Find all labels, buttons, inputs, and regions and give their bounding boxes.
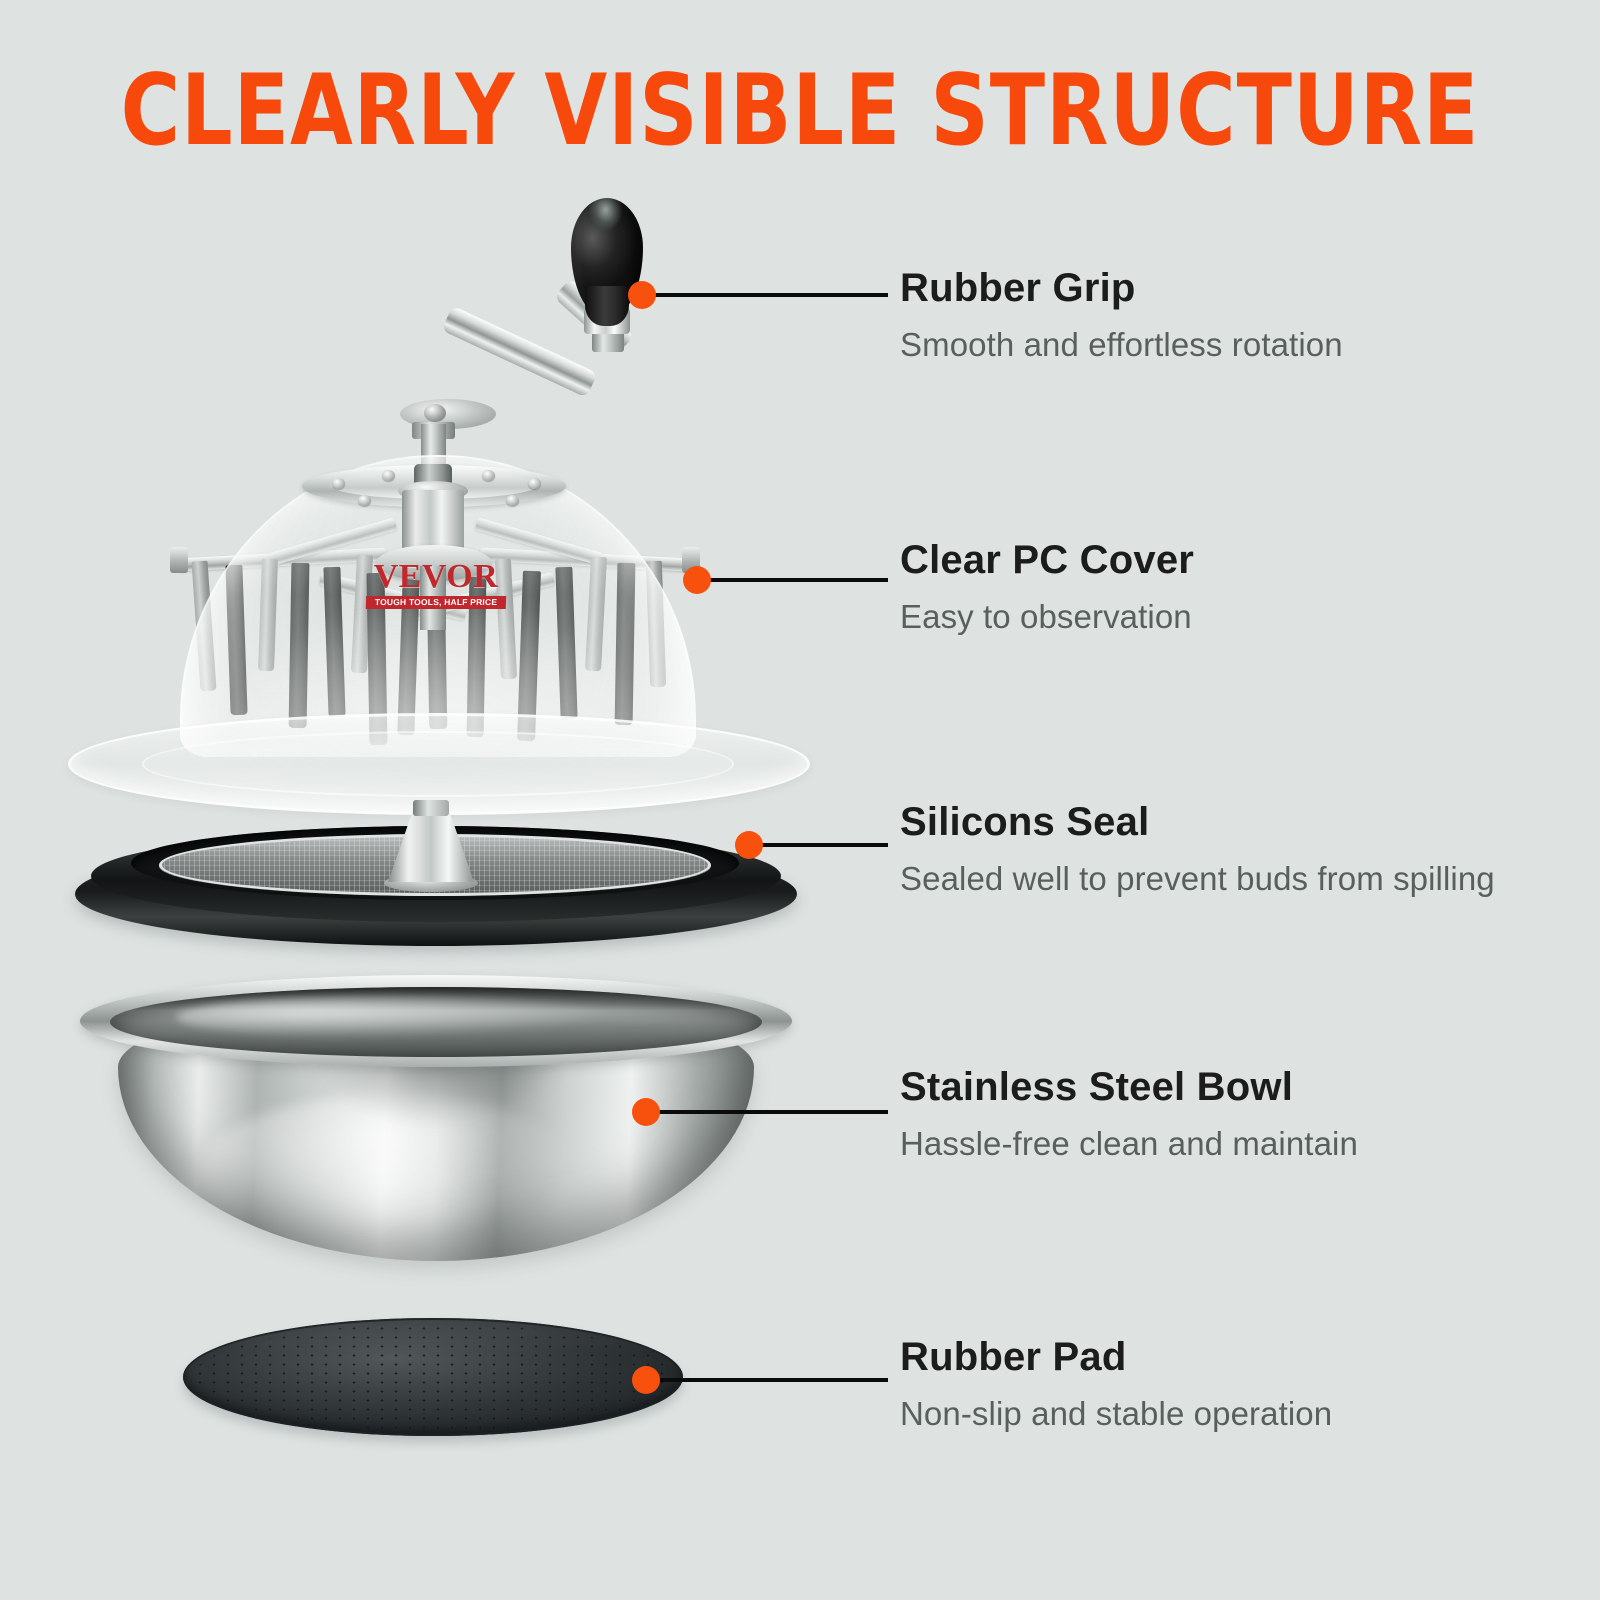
callout-title: Rubber Pad: [900, 1335, 1127, 1379]
callout-subtitle: Easy to observation: [900, 598, 1192, 635]
screw: [358, 495, 371, 506]
dome-flange-inner: [142, 731, 734, 797]
marker-dot-rubber-grip[interactable]: [628, 281, 656, 309]
leader-line-stainless-steel-bowl: [650, 1110, 888, 1114]
screw: [482, 470, 495, 481]
callout-title: Silicons Seal: [900, 800, 1150, 844]
callout-title: Rubber Grip: [900, 266, 1136, 310]
page-title: CLEARLY VISIBLE STRUCTURE: [120, 54, 1480, 168]
vevor-tagline: TOUGH TOOLS, HALF PRICE: [365, 596, 507, 609]
leader-line-rubber-pad: [650, 1378, 888, 1382]
screw: [332, 478, 345, 489]
callout-clear-pc-cover: Clear PC Cover Easy to observation: [900, 538, 1194, 636]
stainless-steel-bowl: [80, 975, 792, 1265]
callout-subtitle: Smooth and effortless rotation: [900, 326, 1343, 363]
callout-rubber-grip: Rubber Grip Smooth and effortless rotati…: [900, 266, 1343, 364]
crank-rivet: [424, 404, 446, 422]
marker-dot-rubber-pad[interactable]: [632, 1366, 660, 1394]
marker-dot-silicons-seal[interactable]: [735, 831, 763, 859]
marker-dot-stainless-steel-bowl[interactable]: [632, 1098, 660, 1126]
screw: [528, 478, 541, 489]
callout-subtitle: Non-slip and stable operation: [900, 1395, 1333, 1432]
crank-arm-lower: [441, 305, 598, 398]
callout-silicons-seal: Silicons Seal Sealed well to prevent bud…: [900, 800, 1495, 898]
knob-nut: [592, 330, 624, 352]
spider-arm-tip-left: [170, 547, 188, 573]
callout-title: Stainless Steel Bowl: [900, 1065, 1294, 1109]
callout-subtitle: Hassle-free clean and maintain: [900, 1125, 1358, 1162]
callout-stainless-steel-bowl: Stainless Steel Bowl Hassle-free clean a…: [900, 1065, 1358, 1163]
callout-title: Clear PC Cover: [900, 538, 1195, 582]
callout-subtitle: Sealed well to prevent buds from spillin…: [900, 860, 1495, 897]
rubber-pad: [183, 1318, 683, 1442]
vevor-logo: VEVOR TOUGH TOOLS, HALF PRICE: [365, 558, 507, 609]
leader-line-silicons-seal: [750, 843, 888, 847]
pad-edge: [183, 1318, 683, 1436]
leader-line-clear-pc-cover: [698, 578, 888, 582]
bowl-interior-highlight: [176, 995, 616, 1039]
leader-line-rubber-grip: [646, 293, 888, 297]
seal-hub-top-nut: [413, 800, 449, 816]
callout-rubber-pad: Rubber Pad Non-slip and stable operation: [900, 1335, 1332, 1433]
screw: [382, 470, 395, 481]
marker-dot-clear-pc-cover[interactable]: [683, 566, 711, 594]
vevor-wordmark: VEVOR: [373, 558, 499, 595]
screw: [506, 495, 519, 506]
